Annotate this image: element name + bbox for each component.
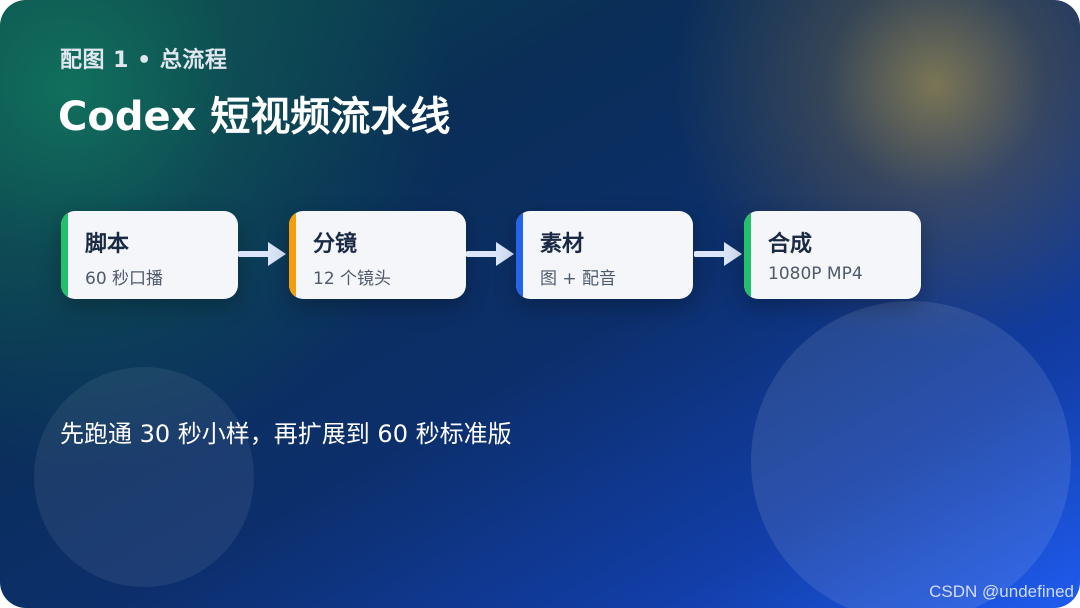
caption-text: 先跑通 30 秒小样，再扩展到 60 秒标准版 [60, 420, 512, 448]
arrow-right-icon [694, 242, 742, 266]
step-accent-bar [516, 211, 523, 299]
watermark: CSDN @undefined [929, 582, 1074, 601]
step-accent-bar [744, 211, 751, 299]
step-card-script: 脚本 60 秒口播 [61, 211, 238, 299]
page-title: Codex 短视频流水线 [58, 94, 451, 140]
step-card-assets: 素材 图 + 配音 [516, 211, 693, 299]
step-accent-bar [61, 211, 68, 299]
arrow-right-icon [466, 242, 514, 266]
step-card-storyboard: 分镜 12 个镜头 [289, 211, 466, 299]
step-subtitle: 1080P MP4 [768, 264, 863, 284]
step-title: 合成 [768, 232, 813, 257]
step-title: 脚本 [85, 232, 130, 257]
step-accent-bar [289, 211, 296, 299]
decorative-circle-right [751, 301, 1071, 608]
step-subtitle: 图 + 配音 [540, 269, 617, 289]
step-card-compose: 合成 1080P MP4 [744, 211, 921, 299]
step-title: 分镜 [313, 232, 358, 257]
arrow-right-icon [238, 242, 286, 266]
figure-subtitle: 配图 1 • 总流程 [60, 48, 228, 73]
decorative-circle-left [34, 367, 254, 587]
step-subtitle: 12 个镜头 [313, 269, 392, 289]
step-subtitle: 60 秒口播 [85, 269, 164, 289]
step-title: 素材 [540, 232, 585, 257]
